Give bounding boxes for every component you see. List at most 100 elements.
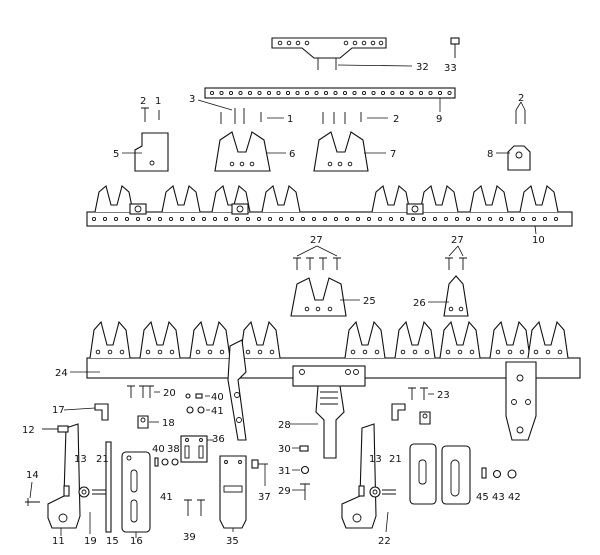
small-hardware-right xyxy=(408,387,434,425)
part-36-plate xyxy=(180,435,214,463)
right-plate-b xyxy=(441,445,471,505)
tooth-hole xyxy=(169,349,175,355)
tooth-hole xyxy=(545,349,551,355)
part-21-washer-left xyxy=(78,486,106,534)
bar-hole xyxy=(179,216,185,222)
bar-hole xyxy=(437,90,443,96)
bar-hole xyxy=(234,216,240,222)
callout-27: 27 xyxy=(451,235,464,246)
tooth-hole xyxy=(533,349,539,355)
callout-42: 42 xyxy=(508,492,521,503)
callout-43: 43 xyxy=(492,492,505,503)
bar-hole xyxy=(390,90,395,96)
bar-hole xyxy=(285,90,291,96)
bar-hole xyxy=(276,90,281,96)
part-24-cutter-bar xyxy=(70,320,581,379)
callout-32: 32 xyxy=(416,62,429,73)
bar-hole xyxy=(157,216,163,222)
lower-guard-tooth-pair xyxy=(489,320,531,359)
callout-41: 41 xyxy=(211,406,224,417)
part-37-bolt xyxy=(251,459,268,486)
guard-tooth-pair xyxy=(419,185,459,213)
callout-17: 17 xyxy=(52,405,65,416)
part-27-bolts xyxy=(293,245,467,270)
tooth-hole xyxy=(219,349,225,355)
lower-guard-tooth-pair xyxy=(239,320,281,359)
callout-2: 2 xyxy=(518,93,524,104)
bar-hole xyxy=(228,90,234,96)
bar-hole xyxy=(487,216,493,222)
bar-hole xyxy=(300,216,306,222)
callout-2: 2 xyxy=(393,114,399,125)
parts-29-30-31 xyxy=(292,445,310,500)
callout-21: 21 xyxy=(96,454,109,465)
callout-13: 13 xyxy=(74,454,87,465)
callout-40: 40 xyxy=(211,392,224,403)
bar-hole xyxy=(380,90,386,96)
callout-12: 12 xyxy=(22,425,35,436)
right-end-bracket xyxy=(505,361,537,441)
right-plate-a xyxy=(409,443,437,505)
part-15-rod xyxy=(105,441,112,533)
callout-11: 11 xyxy=(52,536,65,547)
bar-hole xyxy=(342,90,348,96)
lower-guard-tooth-pair xyxy=(344,320,386,359)
washers-38-40-41 xyxy=(154,457,179,467)
bar-hole xyxy=(322,216,328,222)
guard-clip-hole xyxy=(134,205,142,213)
part-12-bolt xyxy=(42,425,69,433)
tooth-hole xyxy=(145,349,151,355)
bar-hole xyxy=(201,216,207,222)
bar-hole xyxy=(465,216,471,222)
callout-21: 21 xyxy=(389,454,402,465)
right-lower-arm xyxy=(341,423,377,529)
part-13-pin-left xyxy=(63,485,70,497)
callout-37: 37 xyxy=(258,492,271,503)
callout-39: 39 xyxy=(183,532,196,543)
part-14-bolt xyxy=(25,481,40,506)
bar-hole xyxy=(355,216,361,222)
bar-hole xyxy=(371,90,376,96)
bar-hole xyxy=(190,216,196,222)
tooth-hole xyxy=(207,349,213,355)
bar-hole xyxy=(333,90,338,96)
bar-hole xyxy=(388,216,394,222)
bar-hole xyxy=(333,216,339,222)
callout-18: 18 xyxy=(162,418,175,429)
guard-clip-hole xyxy=(411,205,419,213)
callout-6: 6 xyxy=(289,149,295,160)
lower-guard-tooth-pair xyxy=(89,320,131,359)
callout-25: 25 xyxy=(363,296,376,307)
bar-hole xyxy=(352,90,357,96)
bar-hole xyxy=(476,216,482,222)
lower-guard-tooth-pair xyxy=(139,320,181,359)
guard-tooth-pair xyxy=(161,185,201,213)
tooth-hole xyxy=(350,349,356,355)
guard-tooth-pair xyxy=(371,185,411,213)
callout-1: 1 xyxy=(287,114,293,125)
tooth-hole xyxy=(495,349,501,355)
bar-hole xyxy=(344,216,350,222)
bar-hole xyxy=(135,216,141,222)
bar-hole xyxy=(418,90,424,96)
part-5-guard-plate xyxy=(122,132,169,172)
callout-14: 14 xyxy=(26,470,39,481)
tooth-hole xyxy=(157,349,163,355)
callout-29: 29 xyxy=(278,486,291,497)
bar-hole xyxy=(295,90,300,96)
bar-hole xyxy=(410,216,416,222)
part-8-clip xyxy=(496,145,531,171)
callout-7: 7 xyxy=(390,149,396,160)
bar-hole xyxy=(311,216,317,222)
tooth-hole xyxy=(95,349,101,355)
callout-15: 15 xyxy=(106,536,119,547)
bar-hole xyxy=(168,216,174,222)
bar-hole xyxy=(146,216,152,222)
part-26-single-guard xyxy=(428,275,469,317)
part-28-knife-head xyxy=(290,365,366,459)
lower-guard-tooth-pair xyxy=(527,320,569,359)
callout-35: 35 xyxy=(226,536,239,547)
part-33-bolt xyxy=(450,37,460,58)
tooth-hole xyxy=(245,349,251,355)
callout-3: 3 xyxy=(189,94,195,105)
